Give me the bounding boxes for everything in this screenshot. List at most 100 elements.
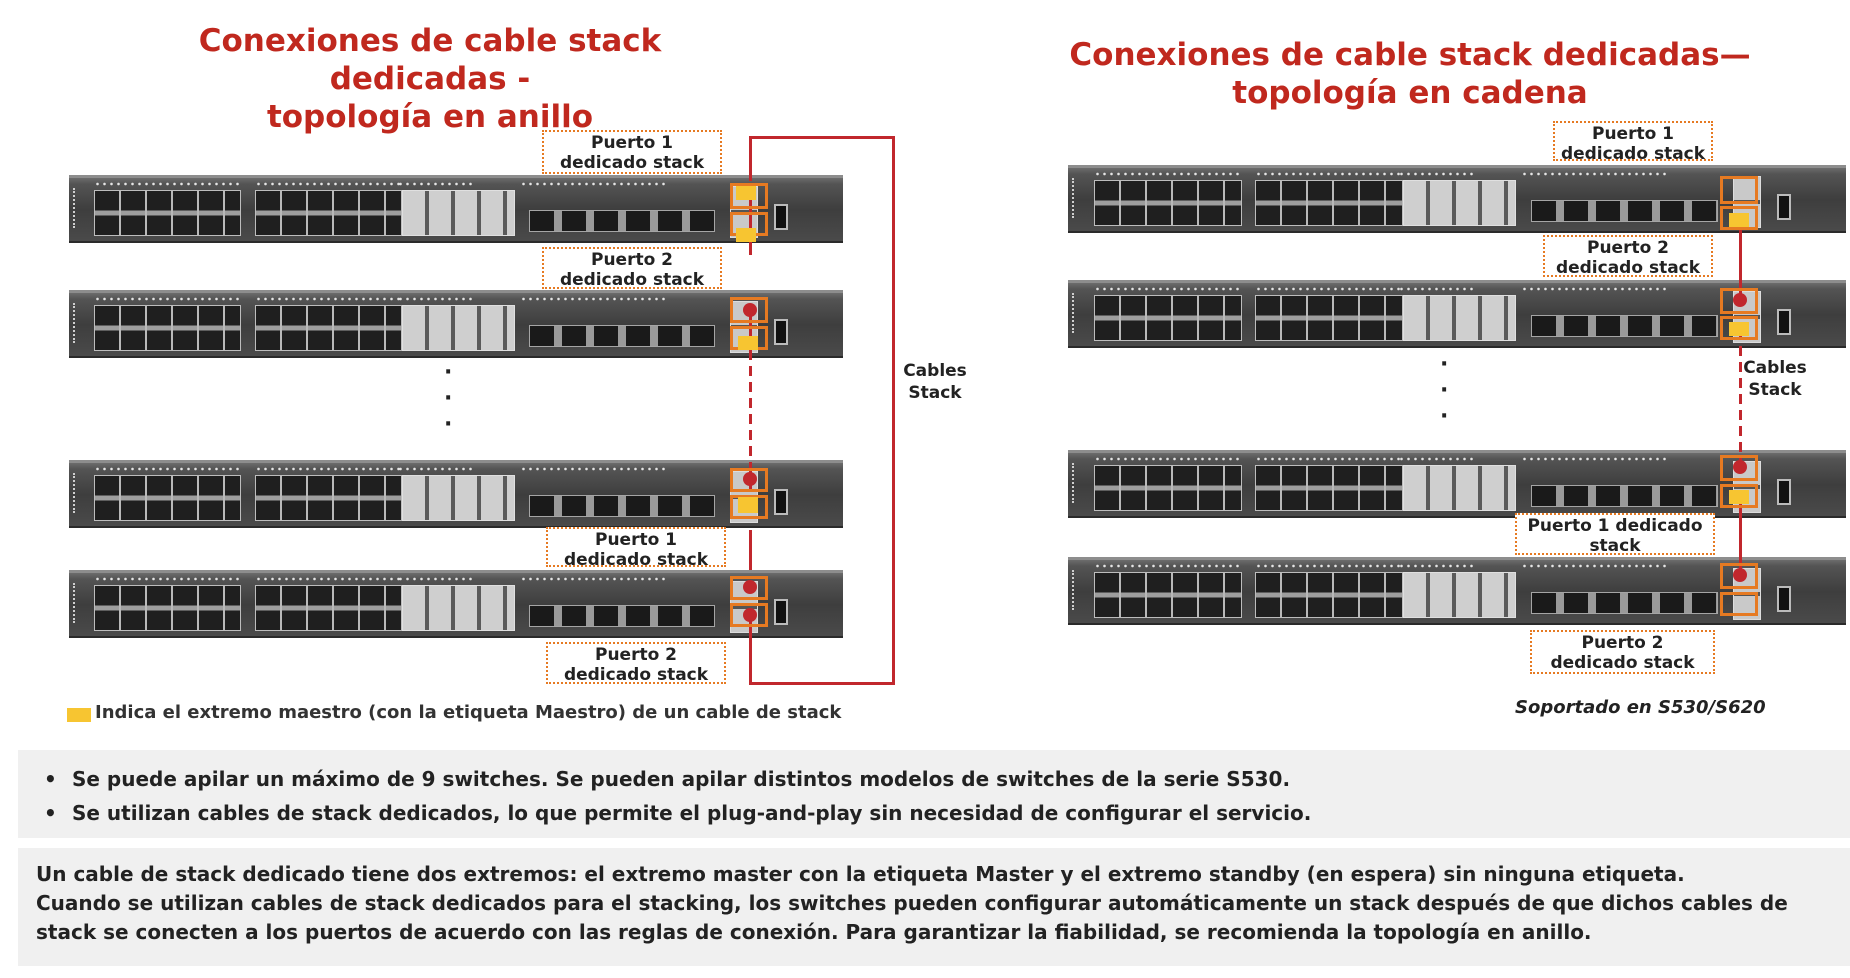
- switch-dotrow: [1398, 172, 1477, 176]
- stack-member-switch: [69, 290, 843, 358]
- stack-port-highlight: [1720, 316, 1758, 340]
- note-line: Cuando se utilizan cables de stack dedic…: [36, 891, 1788, 915]
- switch-dotrow: [255, 182, 402, 186]
- switch-leds: [1072, 178, 1086, 218]
- switch-dotrow: [255, 577, 402, 581]
- switch-rj: [402, 190, 515, 236]
- ring-cable-segment: [749, 315, 752, 345]
- switch-dotrow: [520, 297, 667, 301]
- switch-rear: [774, 319, 788, 345]
- switch-dotrow: [1094, 457, 1242, 461]
- switch-dotrow: [94, 297, 241, 301]
- standby-end-marker: [743, 580, 757, 594]
- switch-dotrow: [255, 467, 402, 471]
- switch-dotrow: [1398, 287, 1477, 291]
- ring-cable-return-top: [749, 136, 895, 139]
- switch-rj: [402, 475, 515, 521]
- chain-cable-segment: [1739, 495, 1742, 570]
- stack-member-switch: [1068, 450, 1846, 518]
- chain-cable-dashed: [1739, 330, 1742, 465]
- switch-rj: [1403, 295, 1516, 341]
- switch-dotrow: [1521, 172, 1669, 176]
- switch-dotrow: [397, 182, 475, 186]
- standby-end-marker: [1733, 460, 1747, 474]
- switch-sfp: [529, 495, 715, 517]
- callout-chain-stack-port-2-bottom: Puerto 2 dedicado stack: [1530, 630, 1715, 674]
- switch-ports: [1255, 572, 1403, 618]
- stack-port-highlight: [730, 468, 768, 492]
- stack-port-highlight: [1720, 206, 1758, 230]
- switch-dotrow: [1521, 287, 1669, 291]
- stack-member-switch: [1068, 280, 1846, 348]
- switch-ports: [255, 305, 402, 351]
- switch-dotrow: [397, 467, 475, 471]
- switch-sfp: [529, 605, 715, 627]
- switch-rj: [402, 585, 515, 631]
- stack-port-highlight: [1720, 484, 1758, 508]
- switch-dotrow: [1398, 457, 1477, 461]
- stack-port-highlight: [1720, 288, 1758, 314]
- stack-member-switch: [69, 460, 843, 528]
- standby-end-marker: [743, 472, 757, 486]
- left-diagram-title: Conexiones de cable stack dedicadas - to…: [198, 23, 662, 135]
- callout-stack-port-2-top: Puerto 2 dedicado stack: [542, 247, 722, 290]
- switch-rear: [774, 489, 788, 515]
- ellipsis-more-switches: · · ·: [444, 360, 453, 437]
- switch-sfp: [529, 210, 715, 232]
- switch-rj: [402, 305, 515, 351]
- switch-dotrow: [520, 467, 667, 471]
- switch-ports: [94, 305, 241, 351]
- master-end-marker: [1729, 490, 1749, 504]
- master-end-marker: [736, 228, 756, 242]
- switch-leds: [1072, 463, 1086, 503]
- stack-port-highlight: [730, 576, 768, 600]
- ring-cable-segment: [749, 620, 752, 685]
- switch-rear: [1777, 309, 1791, 335]
- master-end-marker: [736, 186, 756, 200]
- switch-ports: [94, 475, 241, 521]
- switch-rear: [774, 599, 788, 625]
- stack-member-switch: [69, 570, 843, 638]
- bullet-item: •Se puede apilar un máximo de 9 switches…: [44, 767, 1291, 791]
- switch-ports: [1255, 295, 1403, 341]
- switch-dotrow: [397, 577, 475, 581]
- switch-rj: [1403, 465, 1516, 511]
- switch-dotrow: [255, 297, 402, 301]
- switch-dotrow: [520, 182, 667, 186]
- ring-cable-return-right: [892, 136, 895, 685]
- switch-dotrow: [1398, 564, 1477, 568]
- supported-models-note: Soportado en S530/S620: [1515, 697, 1766, 718]
- callout-chain-stack-port-2-top: Puerto 2 dedicado stack: [1543, 235, 1713, 278]
- switch-leds: [1072, 570, 1086, 610]
- switch-dotrow: [94, 182, 241, 186]
- switch-dotrow: [1521, 564, 1669, 568]
- callout-chain-stack-port-1-bottom: Puerto 1 dedicado stack: [1515, 513, 1715, 556]
- switch-dotrow: [1094, 287, 1242, 291]
- stack-port-highlight: [1720, 176, 1758, 204]
- switch-ports: [94, 585, 241, 631]
- right-diagram-title: Conexiones de cable stack dedicadas— top…: [1069, 37, 1751, 111]
- switch-ports: [1094, 572, 1242, 618]
- stack-port-highlight: [730, 603, 768, 627]
- switch-dotrow: [1094, 172, 1242, 176]
- switch-ports: [1255, 465, 1403, 511]
- standby-end-marker: [743, 608, 757, 622]
- switch-ports: [1094, 180, 1242, 226]
- master-end-marker: [738, 336, 758, 350]
- switch-dotrow: [94, 467, 241, 471]
- note-line: stack se conecten a los puertos de acuer…: [36, 920, 1592, 944]
- switch-leds: [73, 188, 87, 228]
- explanation-note: Un cable de stack dedicado tiene dos ext…: [18, 848, 1850, 966]
- chain-stack-cables-label: Cables Stack: [1743, 358, 1807, 400]
- stack-cables-label: Cables Stack: [903, 361, 967, 403]
- switch-dotrow: [94, 577, 241, 581]
- standby-end-marker: [1733, 568, 1747, 582]
- ring-cable-segment: [749, 530, 752, 570]
- switch-dotrow: [1255, 564, 1403, 568]
- switch-rear: [774, 204, 788, 230]
- callout-stack-port-1-bottom: Puerto 1 dedicado stack: [546, 527, 726, 570]
- ring-cable-return-bottom: [749, 682, 895, 685]
- switch-dotrow: [1255, 172, 1403, 176]
- switch-leds: [73, 303, 87, 343]
- standby-end-marker: [743, 303, 757, 317]
